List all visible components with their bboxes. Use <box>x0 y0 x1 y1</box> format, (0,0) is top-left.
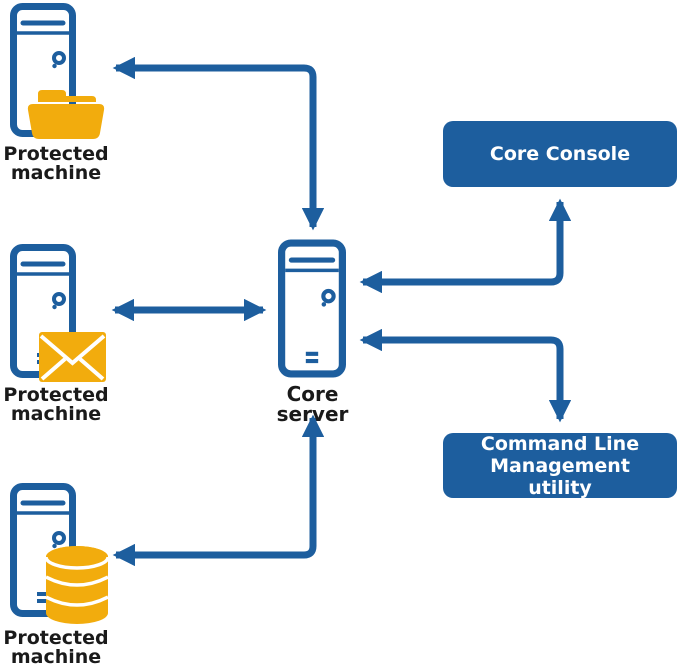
envelope-icon <box>39 332 106 382</box>
database-icon <box>46 546 108 624</box>
arrow-core-to-machine-top <box>112 56 325 231</box>
arrow-core-to-console <box>359 198 572 294</box>
protected-machine-bottom-label: Protected machine <box>3 627 109 668</box>
core-server-label: Core server <box>276 382 349 426</box>
core-console-label: Core Console <box>489 143 631 165</box>
protected-machine-top-label: Protected machine <box>3 143 109 184</box>
command-line-management-utility-label: Command Line Management utility <box>480 432 640 499</box>
command-line-management-utility-box: Command Line Management utility <box>443 432 677 499</box>
arrow-core-to-cli-utility <box>359 328 572 423</box>
arrow-core-to-machine-bottom <box>112 414 325 567</box>
server-tower-icon <box>278 239 346 378</box>
protected-machine-middle-label: Protected machine <box>3 384 109 425</box>
core-console-box: Core Console <box>443 121 677 187</box>
folder-icon <box>27 90 105 139</box>
